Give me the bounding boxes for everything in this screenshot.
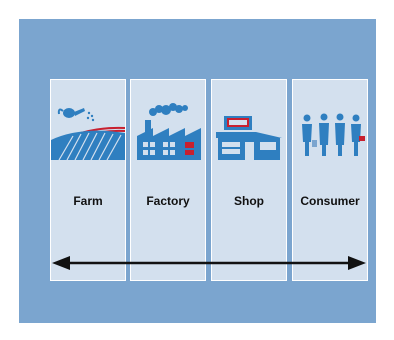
stage-panel-farm: Farm	[50, 79, 126, 281]
factory-icon	[137, 103, 201, 160]
farm-icon	[51, 108, 125, 160]
stage-label-farm: Farm	[73, 194, 103, 208]
stage-panel-factory: Factory	[130, 79, 206, 281]
stage-panel-consumer: Consumer	[292, 79, 368, 281]
consumer-icon	[302, 113, 365, 156]
stage-panel-shop: Shop	[211, 79, 287, 281]
shop-icon	[216, 116, 282, 160]
stage-label-consumer: Consumer	[300, 194, 360, 208]
stage-label-factory: Factory	[146, 194, 190, 208]
stage-label-shop: Shop	[234, 194, 264, 208]
